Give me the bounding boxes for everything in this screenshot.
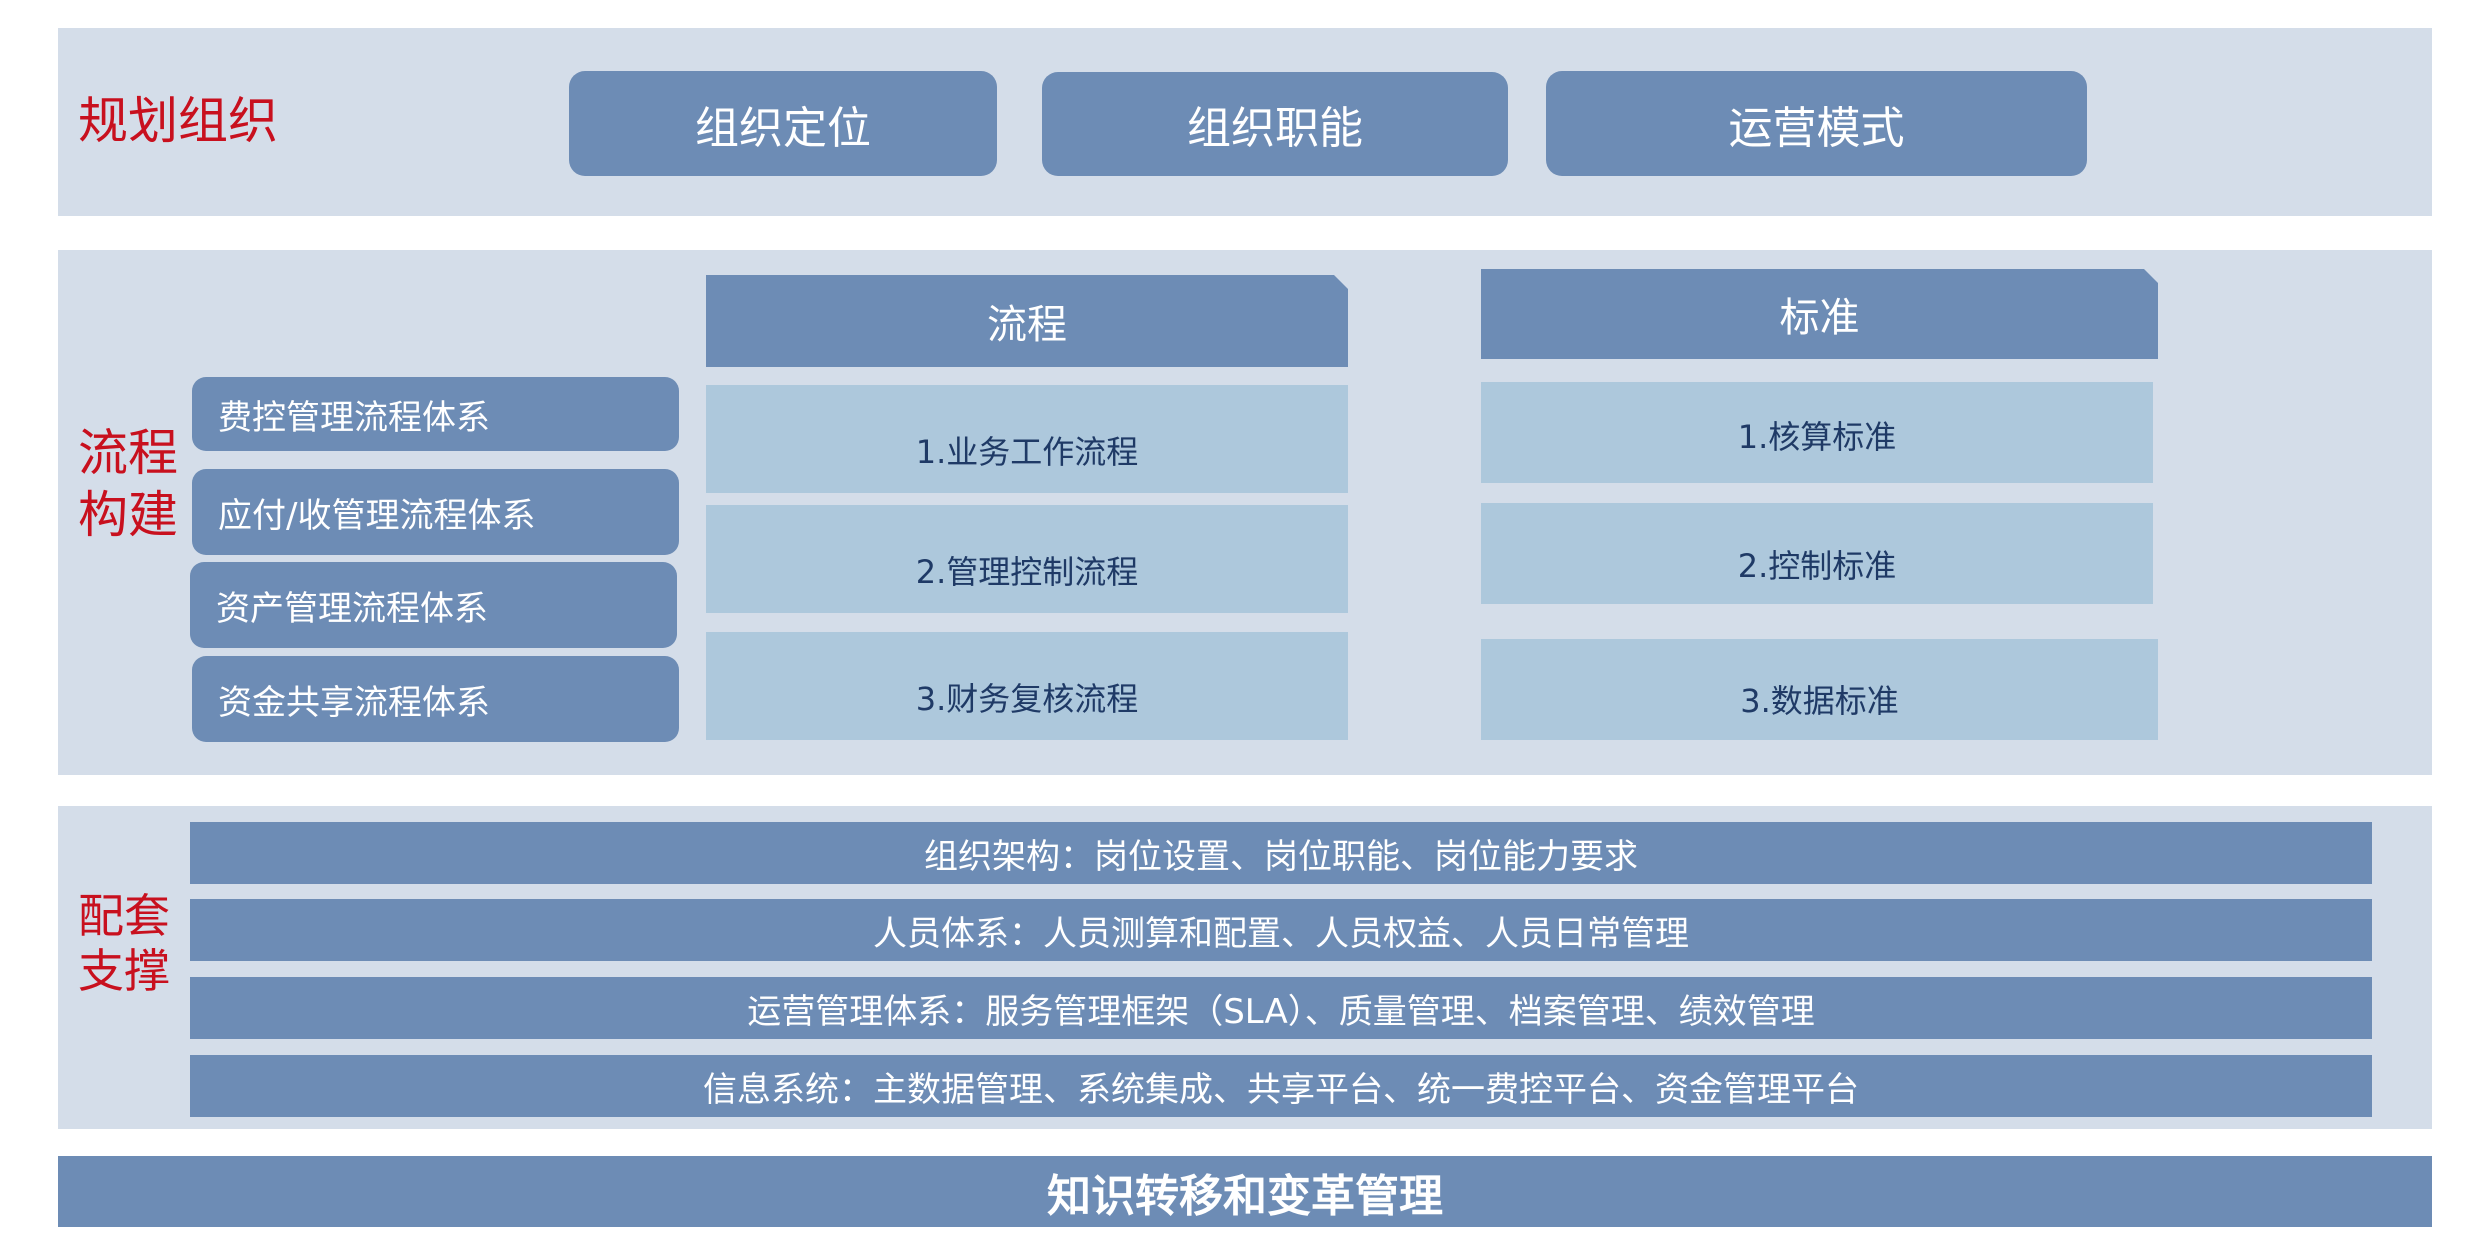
- process-header: 流程: [706, 275, 1348, 367]
- support-label-line1: 配套: [78, 889, 170, 943]
- support-bar-organization: 组织架构：岗位设置、岗位职能、岗位能力要求: [190, 822, 2372, 884]
- planning-label: 规划组织: [78, 92, 278, 150]
- process-label-line1: 流程: [78, 424, 178, 482]
- org-positioning-box: 组织定位: [569, 71, 997, 176]
- process-item-3: 3.财务复核流程: [706, 632, 1348, 740]
- standard-item-3: 3.数据标准: [1481, 639, 2158, 740]
- support-bar-information-system: 信息系统：主数据管理、系统集成、共享平台、统一费控平台、资金管理平台: [190, 1055, 2372, 1117]
- standard-item-1: 1.核算标准: [1481, 382, 2153, 483]
- standard-item-2: 2.控制标准: [1481, 503, 2153, 604]
- system-expense-control: 费控管理流程体系: [192, 377, 679, 451]
- process-label-line2: 构建: [78, 486, 178, 544]
- system-asset-management: 资产管理流程体系: [190, 562, 677, 648]
- org-functions-box: 组织职能: [1042, 72, 1508, 176]
- change-management-footer: 知识转移和变革管理: [58, 1156, 2432, 1227]
- standard-header: 标准: [1481, 269, 2158, 359]
- support-label-line2: 支撑: [78, 944, 170, 998]
- system-fund-sharing: 资金共享流程体系: [192, 656, 679, 742]
- process-item-1: 1.业务工作流程: [706, 385, 1348, 493]
- system-payables-receivables: 应付/收管理流程体系: [192, 469, 679, 555]
- operating-model-box: 运营模式: [1546, 71, 2087, 176]
- support-bar-operations: 运营管理体系：服务管理框架（SLA）、质量管理、档案管理、绩效管理: [190, 977, 2372, 1039]
- support-bar-personnel: 人员体系：人员测算和配置、人员权益、人员日常管理: [190, 899, 2372, 961]
- process-item-2: 2.管理控制流程: [706, 505, 1348, 613]
